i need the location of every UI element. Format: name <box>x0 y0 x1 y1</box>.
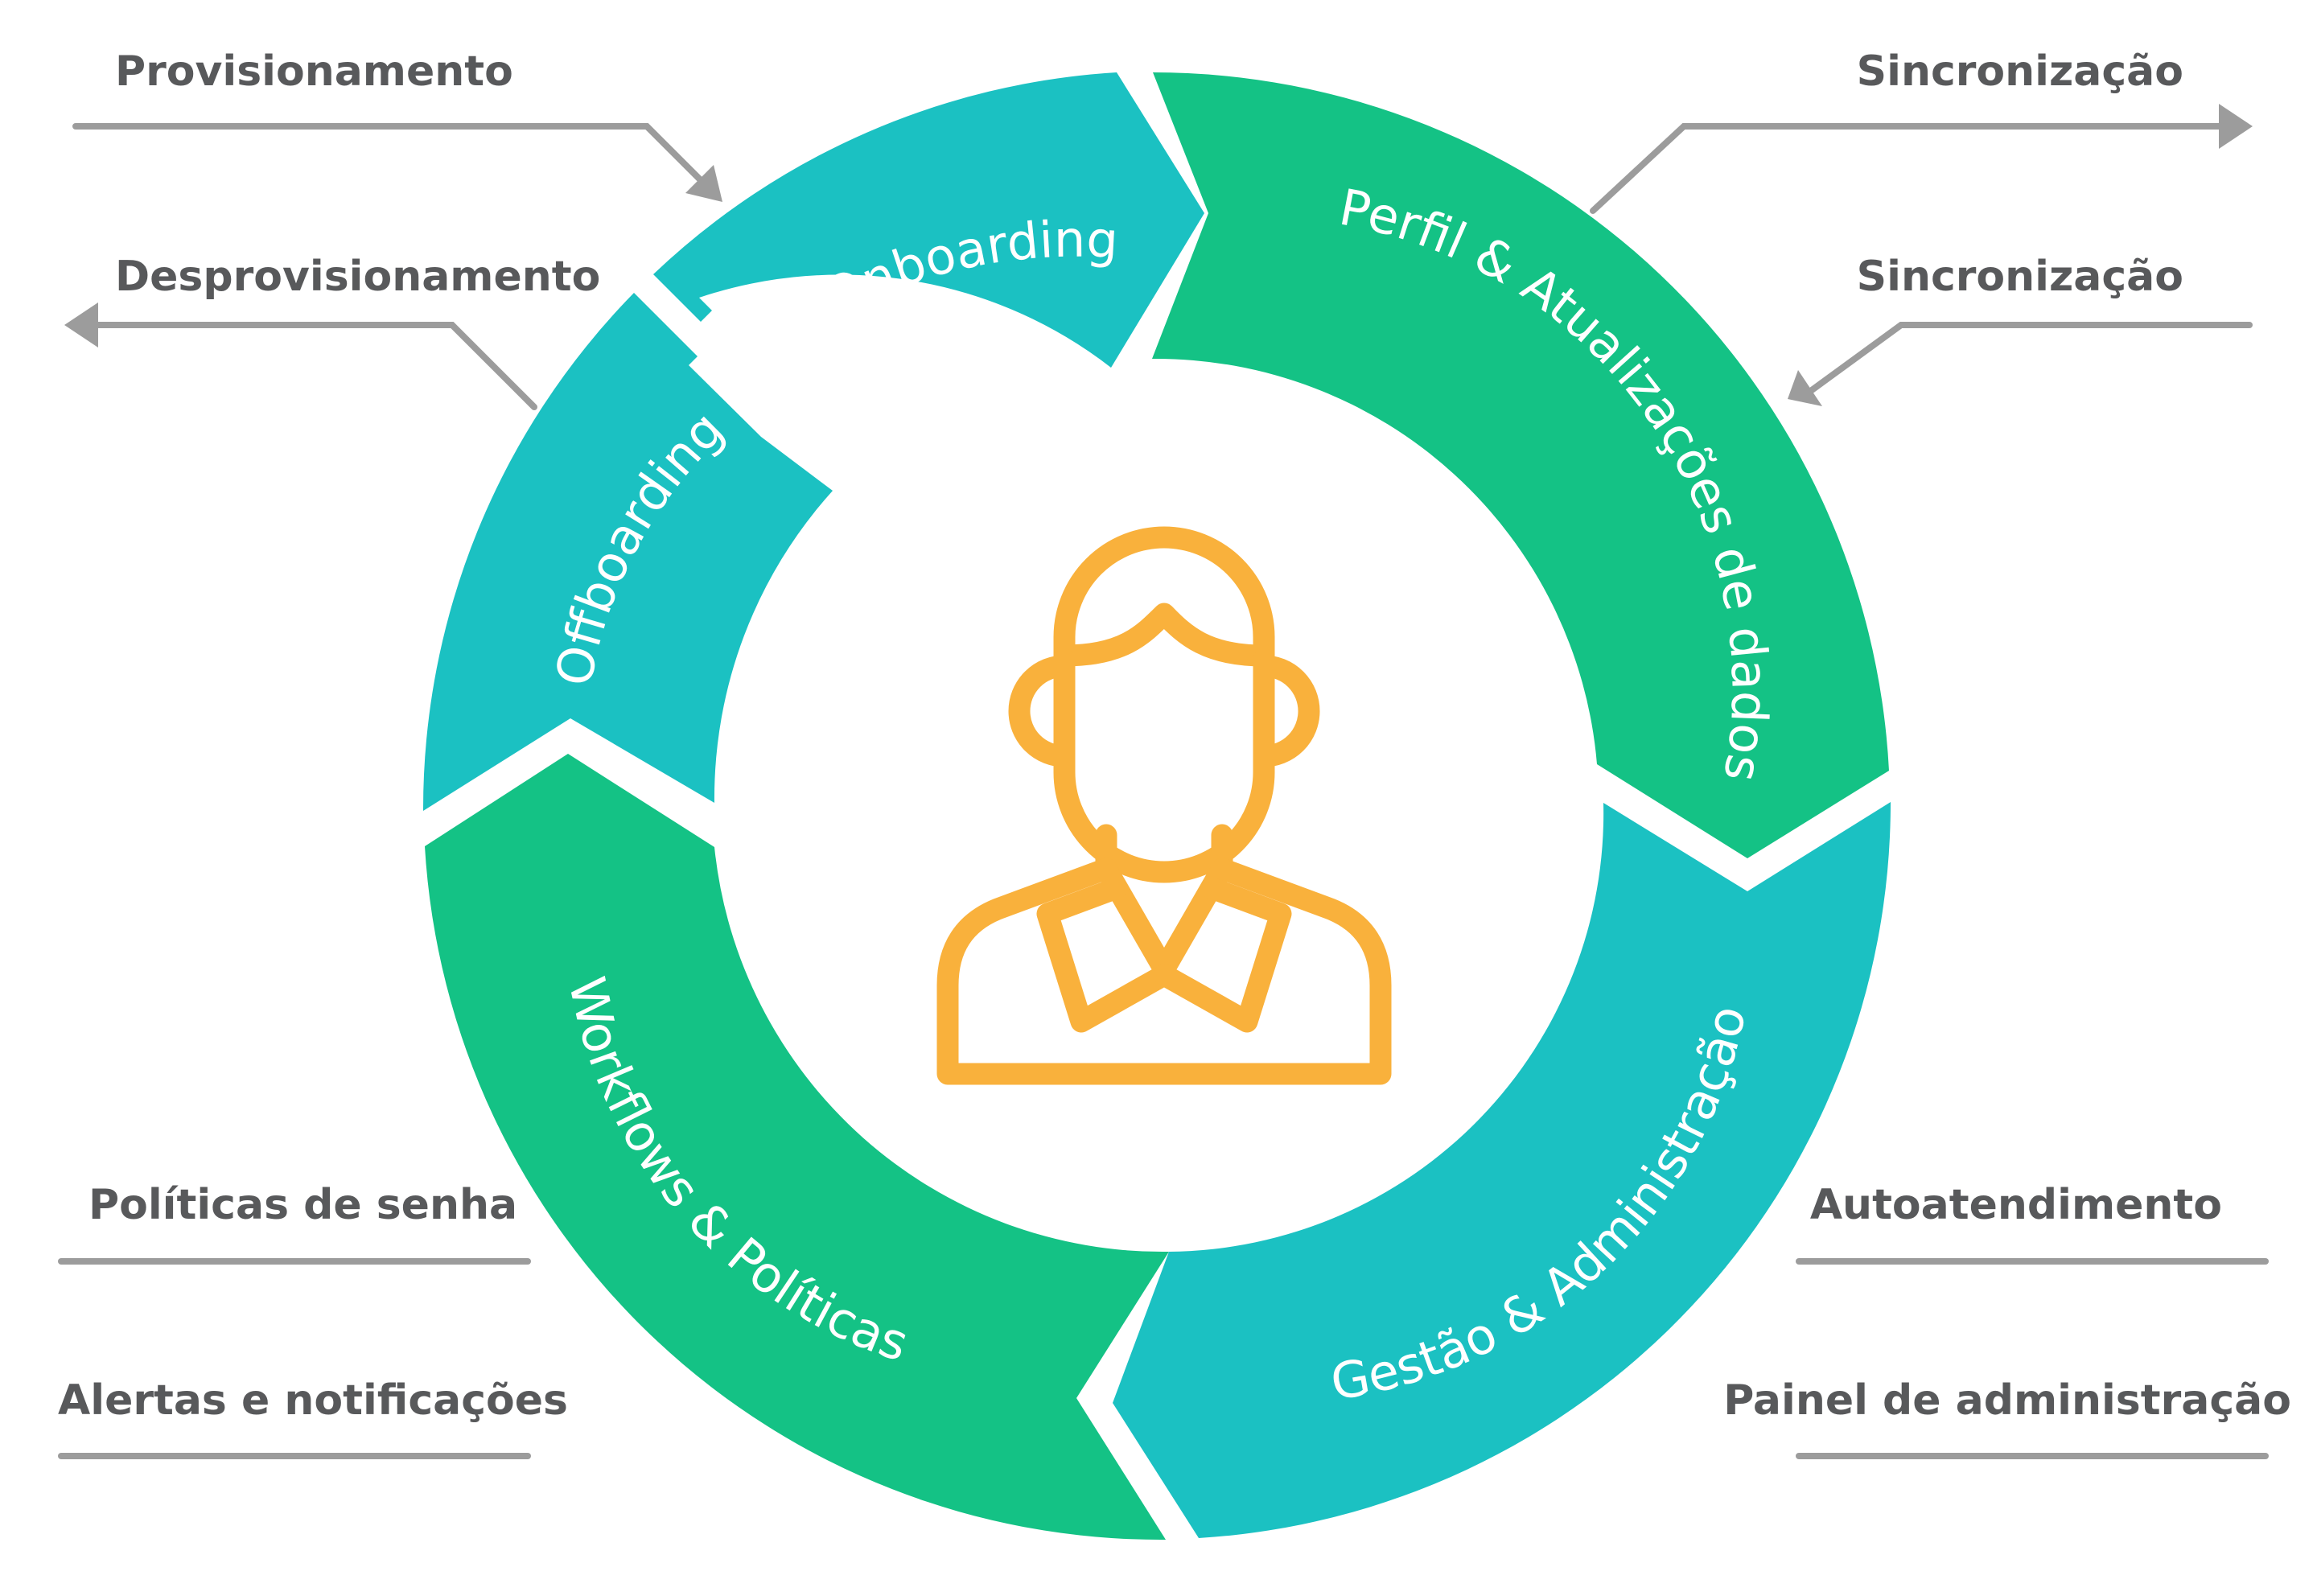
gestao-segment <box>1113 802 1891 1538</box>
sincronizacao-out-arrow <box>1590 104 2253 214</box>
sincronizacao-in-arrow <box>1788 322 2253 406</box>
user-icon <box>936 526 1392 1085</box>
provisionamento-label: Provisionamento <box>115 47 513 96</box>
offboarding-segment <box>422 293 833 811</box>
alertas-label: Alertas e notificações <box>58 1376 568 1425</box>
underline-lines <box>58 1258 2269 1459</box>
desprovisionamento-arrow <box>64 302 537 410</box>
sincronizacao-out-label: Sincronização <box>1857 47 2183 96</box>
onboarding-segment <box>653 72 1204 368</box>
provisionamento-arrow <box>72 123 722 202</box>
sincronizacao-in-label: Sincronização <box>1857 253 2183 301</box>
desprovisionamento-label: Desprovisionamento <box>115 253 600 301</box>
painel-label: Painel de administração <box>1723 1376 2291 1425</box>
politicas-senha-label: Políticas de senha <box>88 1181 517 1229</box>
perfil-segment <box>1152 72 1889 859</box>
autoatendimento-label: Autoatendimento <box>1810 1181 2222 1229</box>
workflows-segment <box>425 754 1169 1540</box>
